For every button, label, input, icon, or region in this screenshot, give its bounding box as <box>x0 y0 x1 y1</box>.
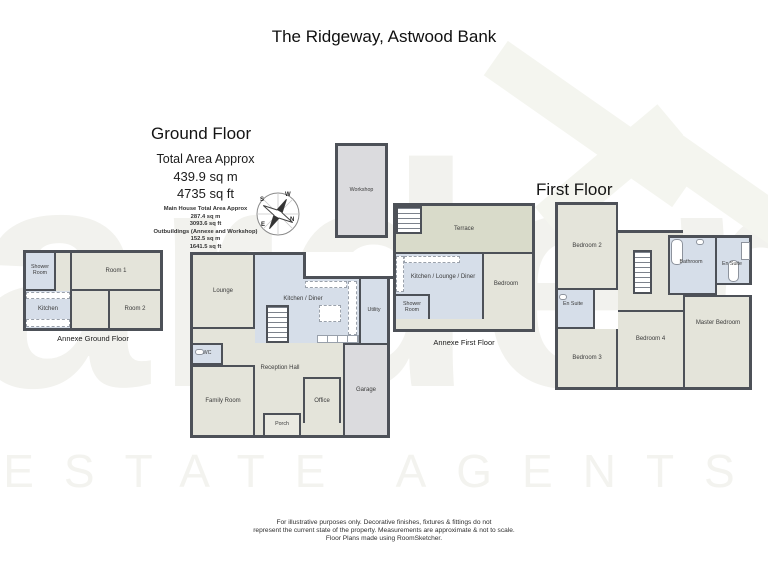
annexe-first-caption: Annexe First Floor <box>433 338 495 347</box>
floor-plan-main-ground: Lounge Kitchen / Diner Utility WC Family… <box>190 252 393 438</box>
first-floor-heading: First Floor <box>536 180 613 199</box>
room-bedroom3: Bedroom 3 <box>555 329 618 390</box>
floor-plan-workshop: Workshop <box>335 143 388 238</box>
room-master-bedroom-label: Master Bedroom <box>695 320 741 326</box>
room-annexe-bedroom-label: Bedroom <box>493 281 519 287</box>
window-seat <box>317 335 359 343</box>
disclaimer-line: For illustrative purposes only. Decorati… <box>276 519 492 526</box>
compass-w: W <box>285 192 291 198</box>
kitchen-counter <box>26 319 70 327</box>
kitchen-counter <box>396 256 404 292</box>
room-family: Family Room <box>193 365 255 435</box>
area-detail-line: 3093.6 sq ft <box>189 221 222 228</box>
room-porch: Porch <box>263 413 301 435</box>
room-annexe-first-shower: Shower Room <box>396 294 430 319</box>
staircase <box>396 206 422 234</box>
disclaimer-line: Floor Plans made using RoomSketcher. <box>325 535 443 543</box>
exterior-notch <box>303 252 393 279</box>
room-utility: Utility <box>359 279 387 343</box>
area-detail-line: 152.5 sq m <box>190 236 221 243</box>
page-title: The Ridgeway, Astwood Bank <box>271 27 497 46</box>
compass-s: S <box>260 197 265 203</box>
total-area-sqm: 439.9 sq m <box>173 168 238 184</box>
compass-rose: W S N E <box>255 191 301 237</box>
room-annexe-room1: Room 1 <box>70 253 160 291</box>
compass-e: E <box>261 222 266 228</box>
room-kitchen-diner-label: Kitchen / Diner <box>283 296 323 302</box>
room-bedroom2: Bedroom 2 <box>555 202 618 290</box>
total-area-summary: Total Area Approx 439.9 sq m 4735 sq ft <box>148 151 263 203</box>
room-bathroom-label: Bathroom <box>679 259 703 265</box>
kitchen-counter <box>348 281 357 335</box>
area-detail-line: 287.4 sq m <box>190 213 221 220</box>
room-workshop: Workshop <box>349 186 374 193</box>
staircase <box>633 250 652 294</box>
disclaimer: For illustrative purposes only. Decorati… <box>0 519 768 544</box>
room-bedroom4 <box>618 310 683 390</box>
area-detail-line: Outbuildings (Annexe and Workshop) <box>153 228 258 235</box>
ground-floor-heading: Ground Floor <box>151 124 252 143</box>
kitchen-counter <box>404 256 460 263</box>
toilet-icon <box>696 239 704 245</box>
floor-plan-first-floor: Bedroom 2 Bathroom En Suite En Suite Bed… <box>555 202 752 390</box>
toilet-icon <box>559 294 567 300</box>
compass-icon <box>256 192 300 236</box>
kitchen-counter <box>26 292 70 299</box>
watermark-tagline: ESTATE AGENTS <box>3 445 765 497</box>
bathtub-icon <box>671 239 683 265</box>
total-area-label: Total Area Approx <box>156 152 255 166</box>
annexe-ground-caption: Annexe Ground Floor <box>57 334 129 343</box>
room-ensuite-right-label: En Suite <box>721 261 743 267</box>
room-master-bedroom <box>683 295 752 390</box>
room-kitchen-lounge-diner-label: Kitchen / Lounge / Diner <box>410 274 476 280</box>
shower-icon <box>741 242 750 260</box>
area-details: Main House Total Area Approx 287.4 sq m … <box>148 206 263 251</box>
floor-plan-annexe-ground: Shower Room Kitchen Room 1 Room 2 <box>23 250 163 331</box>
room-garage: Garage <box>343 343 387 435</box>
kitchen-island <box>319 305 341 322</box>
room-ensuite-left-label: En Suite <box>562 301 584 307</box>
room-bedroom4-label: Bedroom 4 <box>635 336 666 342</box>
area-detail-line: Main House Total Area Approx <box>163 206 248 212</box>
staircase <box>266 305 289 343</box>
toilet-icon <box>195 349 204 355</box>
kitchen-counter <box>305 281 347 288</box>
room-wc: WC <box>193 343 223 365</box>
room-annexe-room2: Room 2 <box>108 291 160 328</box>
room-lounge: Lounge <box>193 255 255 329</box>
room-annexe-shower: Shower Room <box>26 253 56 291</box>
disclaimer-line: represent the current state of the prope… <box>253 527 515 535</box>
compass-n: N <box>290 217 295 223</box>
area-detail-line: 1641.5 sq ft <box>189 243 222 250</box>
room-office: Office <box>303 377 341 423</box>
total-area-sqft: 4735 sq ft <box>176 186 235 202</box>
floor-plan-annexe-first: Terrace Kitchen / Lounge / Diner Bedroom… <box>393 203 535 332</box>
bathtub-icon <box>728 260 739 282</box>
room-reception-label: Reception Hall <box>260 365 300 371</box>
